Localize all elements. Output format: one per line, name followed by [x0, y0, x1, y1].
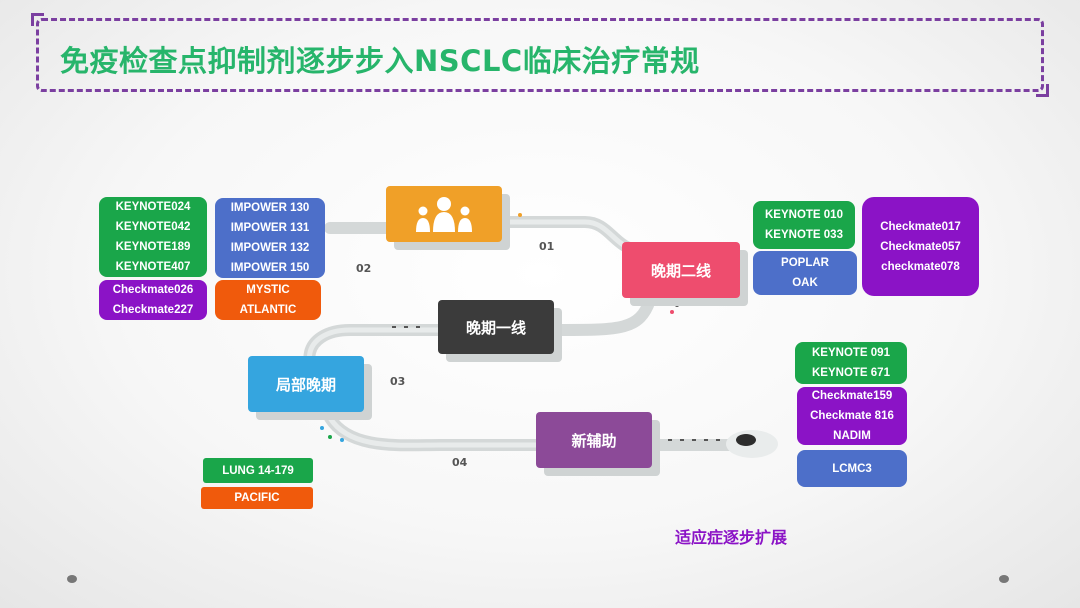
trial-label: LUNG 14-179: [222, 464, 294, 477]
trial-label: checkmate078: [881, 260, 960, 273]
trial-box-keynote-neoadjuvant: KEYNOTE 091 KEYNOTE 671: [795, 342, 907, 384]
trial-label: Checkmate057: [880, 240, 961, 253]
trial-label: KEYNOTE042: [115, 221, 191, 233]
stage-late-second-line: 晚期二线: [622, 242, 740, 298]
trial-label: MYSTIC: [246, 284, 290, 296]
trial-label: KEYNOTE407: [115, 261, 191, 273]
trial-label: KEYNOTE189: [115, 241, 191, 253]
trial-label: LCMC3: [832, 462, 872, 475]
trial-label: IMPOWER 130: [230, 202, 310, 214]
trial-box-mystic-atlantic: MYSTIC ATLANTIC: [215, 280, 321, 320]
step-number-04: 04: [452, 456, 468, 469]
trial-label: IMPOWER 132: [230, 242, 310, 254]
trial-label: Checkmate026: [112, 284, 194, 296]
trial-label: NADIM: [833, 430, 871, 442]
trial-box-poplar-oak: POPLAR OAK: [753, 251, 857, 295]
trial-label: OAK: [792, 277, 818, 289]
trial-box-lung-14-179: LUNG 14-179: [203, 458, 313, 483]
title-frame: [31, 13, 1049, 97]
trial-label: KEYNOTE 010: [765, 209, 843, 221]
trial-label: KEYNOTE024: [115, 201, 191, 213]
trial-box-checkmate-first-line: Checkmate026 Checkmate227: [99, 280, 207, 320]
trial-label: KEYNOTE 033: [765, 229, 843, 241]
trial-box-checkmate-neoadjuvant: Checkmate159 Checkmate 816 NADIM: [797, 387, 907, 445]
trial-box-impower: IMPOWER 130 IMPOWER 131 IMPOWER 132 IMPO…: [215, 198, 325, 278]
step-number-02: 02: [356, 262, 372, 275]
stage-late-first-line: 晚期一线: [438, 300, 554, 354]
frame-corner-top-left: [31, 13, 44, 26]
people-icon: [416, 197, 472, 232]
trial-label: Checkmate227: [112, 304, 194, 316]
slide-dot-right: [999, 575, 1009, 583]
trial-label: IMPOWER 131: [230, 222, 310, 234]
trial-label: KEYNOTE 091: [812, 347, 890, 359]
slide-dot-left: [67, 575, 77, 583]
footer-caption: 适应症逐步扩展: [675, 528, 788, 547]
trial-box-keynote-second-line: KEYNOTE 010 KEYNOTE 033: [753, 201, 855, 249]
trial-label: IMPOWER 150: [230, 262, 310, 274]
frame-corner-bottom-right: [1036, 84, 1049, 97]
trial-label: Checkmate017: [880, 220, 961, 233]
step-number-01: 01: [539, 240, 555, 253]
trial-box-checkmate-second-line: Checkmate017 Checkmate057 checkmate078: [862, 197, 979, 296]
trial-label: POPLAR: [781, 257, 829, 269]
trial-box-keynote-first-line: KEYNOTE024 KEYNOTE042 KEYNOTE189 KEYNOTE…: [99, 197, 207, 277]
trial-label: Checkmate159: [811, 390, 893, 402]
page-title: 免疫检查点抑制剂逐步步入NSCLC临床治疗常规: [60, 44, 700, 78]
trial-box-lcmc3: LCMC3: [797, 450, 907, 487]
stage-neoadjuvant: 新辅助: [536, 412, 652, 468]
trial-label: PACIFIC: [234, 492, 280, 504]
trial-label: Checkmate 816: [810, 410, 894, 422]
stage-locally-advanced: 局部晚期: [248, 356, 364, 412]
trial-label: ATLANTIC: [239, 304, 297, 316]
stage-start: [386, 186, 502, 242]
trial-label: KEYNOTE 671: [812, 367, 890, 379]
step-number-03: 03: [390, 375, 406, 388]
trial-box-pacific: PACIFIC: [201, 487, 313, 509]
